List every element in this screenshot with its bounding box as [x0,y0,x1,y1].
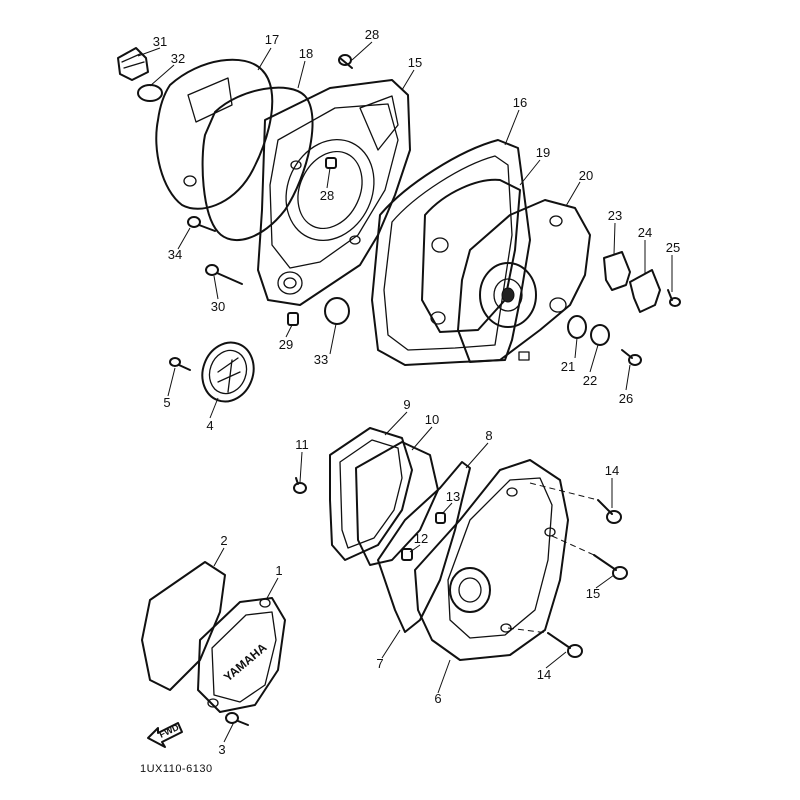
dowel-pin-12 [401,548,413,561]
callout-17: 16 [513,95,527,110]
cover-gasket [201,86,314,241]
bolt-31 [187,216,216,232]
crankcase-cover [257,79,411,306]
callout-9: 9 [403,397,410,412]
lower-gasket-9-inner [339,439,403,549]
front-direction-label: FWD [158,722,181,740]
callout-8: 8 [485,428,492,443]
bracket [603,251,631,291]
crankcase-gasket [371,139,531,366]
drive-wheel [201,341,255,403]
callout-21: 20 [579,168,593,183]
bolt-14-lower [547,632,583,658]
bolt-11 [293,477,307,494]
dowel-pin-upper [325,157,337,169]
callout-1: 1 [275,563,282,578]
callout-28-lower: 29 [279,337,293,352]
yamaha-logo-text: YAMAHA [221,640,270,684]
callout-12: 12 [414,531,428,546]
oil-filler-cap [117,47,149,81]
bolt-14-lower-guide [507,627,549,634]
bolt-14-upper [597,499,622,524]
callout-13: 13 [446,489,460,504]
callout-6: 6 [434,691,441,706]
callout-11: 11 [295,437,309,452]
crankcase-gasket-inner [383,155,513,351]
leader-lines [137,41,673,743]
bolt-29 [338,54,353,69]
oil-seal [567,315,587,339]
plug-cap [324,297,350,325]
callout-16: 15 [408,55,422,70]
gearbox-cover [414,459,569,661]
callout-2: 2 [220,533,227,548]
callout-26: 25 [666,240,680,255]
lock-plate [629,269,661,313]
front-direction-arrow [147,722,183,748]
dowel-pin-lower [287,312,299,326]
lower-gasket-8 [377,461,471,633]
bolt-15 [593,554,628,580]
callout-24: 23 [608,208,622,223]
callout-4: 4 [206,418,213,433]
callout-5: 5 [163,395,170,410]
callout-7: 7 [376,656,383,671]
bolt-15-guide [551,535,595,556]
starter-housing [457,199,591,363]
callout-14-lower: 14 [537,667,551,682]
callout-23: 22 [583,373,597,388]
callout-14-upper: 14 [605,463,619,478]
spacer-ring [590,324,610,346]
callout-19: 18 [299,46,313,61]
callout-15: 15 [586,586,600,601]
dowel-pin-13 [435,512,446,524]
callout-27: 26 [619,391,633,406]
bolt-3 [225,712,249,726]
callout-25: 24 [638,225,652,240]
bolt-27 [621,349,642,366]
diagram-reference-code: 1UX110-6130 [140,763,213,775]
callout-22: 21 [561,359,575,374]
callout-30: 30 [211,299,225,314]
bolt-30 [205,264,243,285]
callout-34: 32 [171,51,185,66]
lower-gasket-9 [329,427,413,561]
callout-29: 28 [365,27,379,42]
generator-cover [197,597,286,713]
lower-gasket-10 [355,441,439,566]
callout-32: 33 [314,352,328,367]
callout-28-upper: 28 [320,188,334,203]
outer-cover [155,58,274,210]
o-ring [137,84,163,102]
bolt-14-upper-guide [529,482,599,501]
callout-20: 19 [536,145,550,160]
screw-26 [667,289,681,307]
callout-18: 17 [265,32,279,47]
bolt-5 [169,357,191,371]
inner-plate [421,178,521,333]
callout-3: 3 [218,742,225,757]
callout-33: 31 [153,34,167,49]
callout-31: 34 [168,247,182,262]
callout-10: 10 [425,412,439,427]
